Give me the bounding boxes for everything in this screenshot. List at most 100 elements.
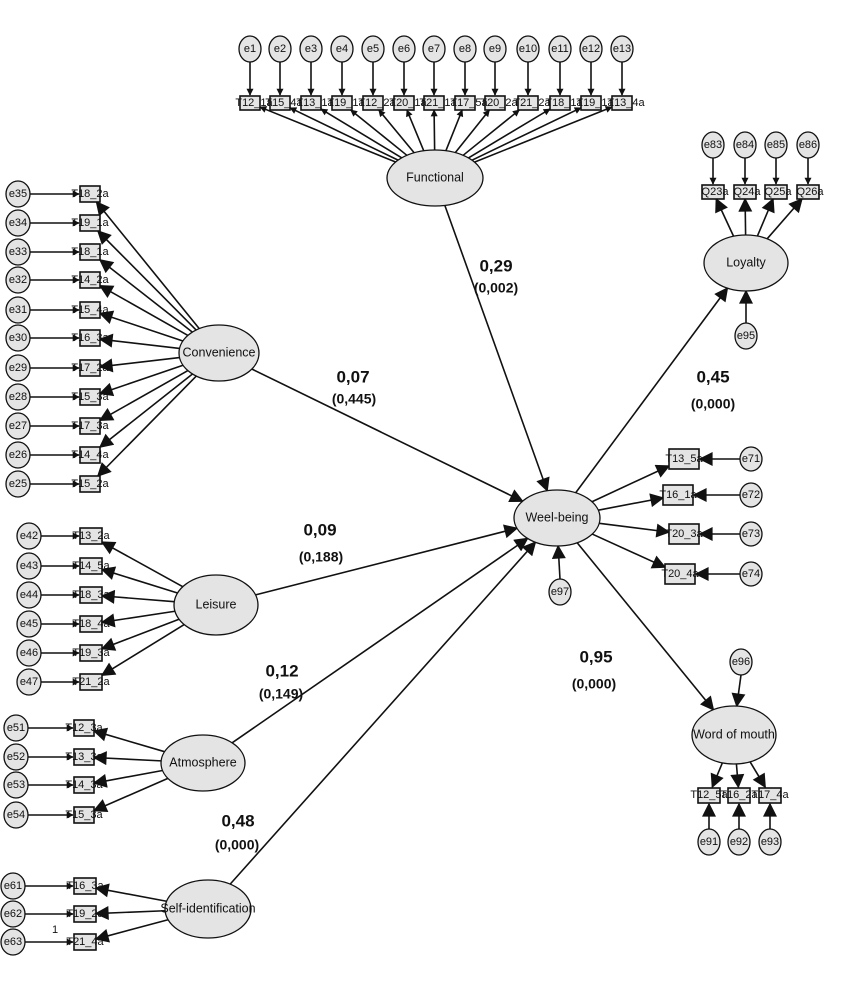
- error-label: e83: [704, 139, 722, 151]
- latent-label-wellbeing: Weel-being: [525, 510, 588, 524]
- error-label: e32: [9, 274, 27, 286]
- indicator-label: T16_3a: [71, 332, 109, 344]
- error-label: e92: [730, 836, 748, 848]
- path-p-value: (0,445): [332, 391, 376, 407]
- error-term: [739, 482, 763, 508]
- indicator-label: T16_1a: [659, 489, 697, 501]
- error-label: e85: [767, 139, 785, 151]
- latent-label-loyalty: Loyalty: [726, 255, 766, 269]
- error-term: [0, 928, 26, 956]
- loading-arrow: [730, 763, 745, 789]
- loading-arrow: [462, 109, 520, 156]
- error-label: e28: [9, 391, 27, 403]
- indicator-box: [764, 184, 788, 200]
- indicator-label: T15_4a: [265, 97, 303, 109]
- indicator-box: [73, 806, 95, 824]
- indicator-box: [79, 586, 103, 604]
- error-label: e29: [9, 362, 27, 374]
- structural-path-atmosphere-to-wellbeing: [231, 537, 529, 744]
- path-p-value: (0,188): [299, 549, 343, 565]
- latent-label-leisure: Leisure: [196, 597, 237, 611]
- indicator-box: [73, 877, 97, 895]
- error-term: [701, 131, 725, 159]
- error-term: [516, 35, 540, 63]
- loading-arrow: [92, 777, 169, 812]
- loading-arrow: [92, 769, 163, 788]
- error-label: e12: [582, 43, 600, 55]
- error-term: [5, 266, 31, 294]
- error-term: [268, 35, 292, 63]
- indicator-box: [73, 748, 95, 766]
- indicator-box: [79, 388, 101, 406]
- latent-label-convenience: Convenience: [183, 345, 256, 359]
- latent-self-identification: [164, 879, 252, 939]
- indicator-label: T13_1a: [296, 97, 334, 109]
- disturbance-term: [734, 322, 758, 350]
- indicator-box: [79, 214, 101, 232]
- path-p-value: (0,000): [215, 837, 259, 853]
- disturbance-arrow: [551, 544, 566, 580]
- latent-label-wom: Word of mouth: [693, 727, 775, 741]
- indicator-label: T15_3a: [71, 391, 109, 403]
- loading-arrow: [94, 906, 166, 921]
- indicator-box: [331, 95, 353, 111]
- error-label: e53: [7, 779, 25, 791]
- indicator-label: T20_3a: [665, 528, 703, 540]
- indicator-label: T20_1a: [389, 97, 427, 109]
- error-term: [733, 131, 757, 159]
- loading-arrow: [445, 109, 464, 152]
- indicator-box: [73, 719, 95, 737]
- path-coefficient: 0,45: [696, 367, 729, 386]
- error-label: e61: [4, 880, 22, 892]
- loading-arrow: [92, 727, 165, 753]
- loading-arrow: [599, 522, 671, 538]
- indicator-box: [300, 95, 322, 111]
- loading-arrow: [756, 197, 775, 237]
- path-p-value: (0,002): [474, 280, 518, 296]
- error-label: e45: [20, 618, 38, 630]
- error-term: [5, 324, 31, 352]
- path-coefficient: 0,09: [303, 520, 336, 539]
- loading-arrow: [100, 541, 184, 588]
- error-label: e33: [9, 246, 27, 258]
- indicator-label: T18_2a: [71, 188, 109, 200]
- error-label: e8: [459, 43, 471, 55]
- indicator-box: [79, 615, 103, 633]
- error-label: e10: [519, 43, 537, 55]
- loading-arrow: [591, 464, 671, 503]
- indicator-label: T13_3a: [65, 751, 103, 763]
- indicator-box: [79, 527, 103, 545]
- loading-arrow: [591, 533, 667, 569]
- loading-arrow: [406, 109, 425, 152]
- error-term: [5, 209, 31, 237]
- error-term: [16, 639, 42, 667]
- error-term: [5, 383, 31, 411]
- indicator-label: Q23a: [702, 186, 730, 198]
- path-coefficient: 0,12: [265, 661, 298, 680]
- structural-path-leisure-to-wellbeing: [255, 524, 519, 596]
- loading-arrow: [454, 109, 491, 154]
- error-label: e74: [742, 568, 760, 580]
- error-term: [548, 35, 572, 63]
- loading-arrow: [378, 109, 415, 154]
- path-p-value: (0,000): [691, 396, 735, 412]
- error-term: [697, 828, 721, 856]
- path-coefficient: 0,95: [579, 647, 612, 666]
- indicator-box: [580, 95, 602, 111]
- indicator-label: T20_2a: [480, 97, 518, 109]
- error-term: [330, 35, 354, 63]
- error-term: [739, 561, 763, 587]
- loading-arrow: [100, 589, 175, 604]
- indicator-box: [611, 95, 633, 111]
- indicator-label: T17_3a: [71, 420, 109, 432]
- indicator-label: T21_2a: [72, 676, 110, 688]
- indicator-label: T17_2a: [71, 362, 109, 374]
- error-label: e31: [9, 304, 27, 316]
- error-term: [16, 522, 42, 550]
- indicator-box: [362, 95, 384, 111]
- indicator-box: [73, 776, 95, 794]
- indicator-box: [701, 184, 725, 200]
- error-label: e2: [274, 43, 286, 55]
- path-coefficient: 0,29: [479, 256, 512, 275]
- latent-convenience: [178, 324, 260, 382]
